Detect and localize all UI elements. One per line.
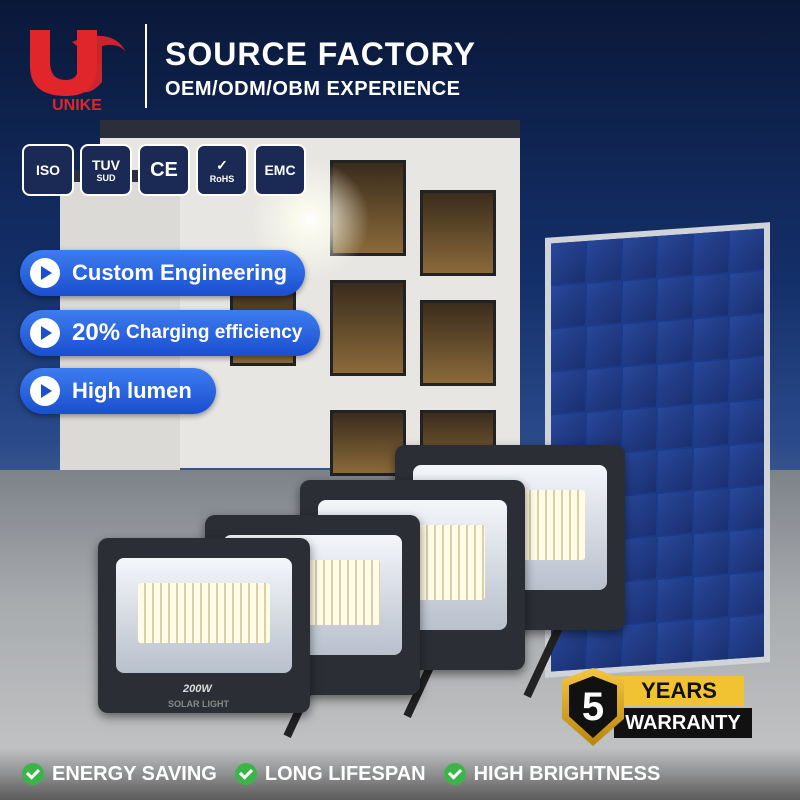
benefit-high-brightness: HIGH BRIGHTNESS [443,763,660,786]
rohs-badge: ✓RoHS [196,144,248,196]
check-icon [443,763,466,785]
product-strip-label: SOLAR LIGHT [168,699,229,709]
benefits-bar: ENERGY SAVING LONG LIFESPAN HIGH BRIGHTN… [0,748,800,800]
floodlight-1: 200W SOLAR LIGHT [98,538,310,713]
warranty-years: YEARS [614,676,744,706]
feature-high-lumen: High lumen [20,368,216,414]
ce-badge: CE [138,144,190,196]
play-icon [30,318,60,348]
feature-custom-engineering: Custom Engineering [20,250,306,296]
benefit-long-lifespan: LONG LIFESPAN [234,763,426,786]
svg-text:UNIKE: UNIKE [52,97,102,112]
iso-badge: ISO [22,144,74,196]
emc-badge: EMC [254,144,306,196]
play-icon [30,376,60,406]
subheadline: OEM/ODM/OBM EXPERIENCE [165,78,461,100]
check-icon [22,763,44,785]
check-icon [234,763,257,785]
warranty-badge: YEARS WARRANTY 5 [562,668,752,748]
wattage-label: 200W [183,683,212,695]
unike-logo: UNIKE [30,30,126,112]
headline: SOURCE FACTORY [165,36,476,72]
benefit-energy-saving: ENERGY SAVING [22,763,217,786]
warranty-label: WARRANTY [614,708,752,738]
play-icon [30,258,60,288]
header-divider [145,24,147,108]
warranty-number: 5 [569,676,617,738]
feature-charging-efficiency: 20% Charging efficiency [20,310,321,356]
